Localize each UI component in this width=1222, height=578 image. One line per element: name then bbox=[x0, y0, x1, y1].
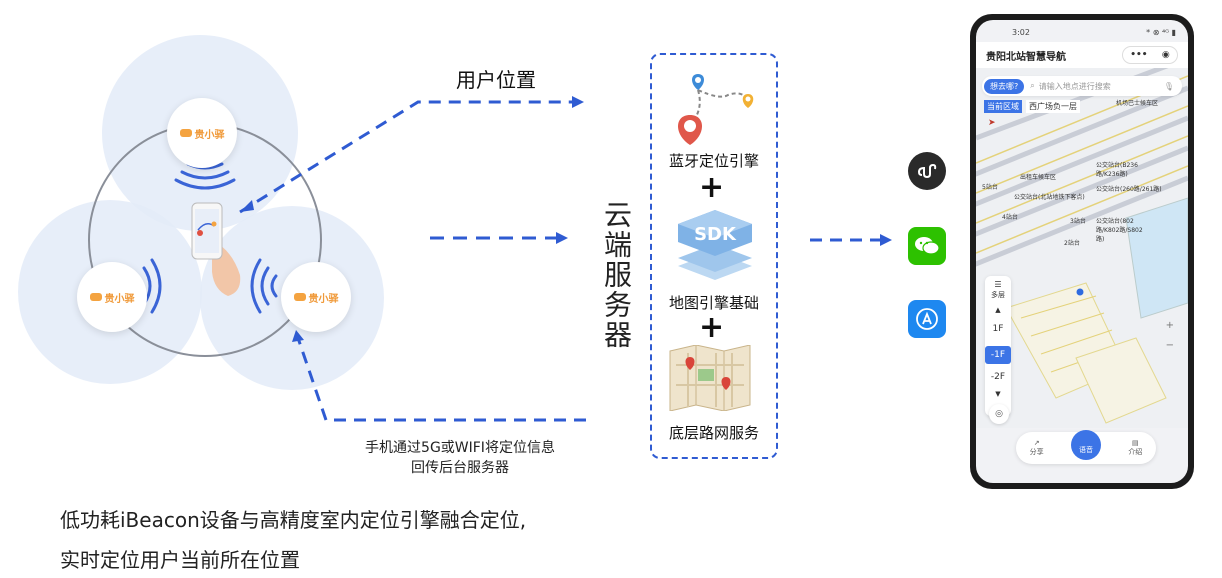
arrowhead-return bbox=[292, 330, 304, 342]
status-icons: * ⊗ ⁴ᴳ ▮ bbox=[1146, 28, 1176, 37]
capsule-menu[interactable]: ••• ◉ bbox=[1122, 46, 1178, 64]
signal-waves-right-icon bbox=[250, 258, 278, 314]
arrowhead-to-cloud bbox=[556, 232, 568, 244]
app-title: 贵阳北站智慧导航 bbox=[986, 51, 1066, 63]
phone-mockup: 3:02 * ⊗ ⁴ᴳ ▮ 贵阳北站智慧导航 ••• ◉ bbox=[970, 14, 1194, 489]
engine-label-network: 底层路网服务 bbox=[668, 424, 759, 442]
layers-icon[interactable]: ☰ bbox=[994, 280, 1002, 289]
beacon-device-left: 贵小驿 bbox=[77, 262, 147, 332]
plus-sign-1: + bbox=[699, 170, 725, 205]
mini-program-icon[interactable] bbox=[908, 152, 946, 190]
floor-option-1f[interactable]: 1F bbox=[992, 324, 1004, 334]
user-position-label: 用户位置 bbox=[456, 68, 536, 92]
search-icon: ⌕ bbox=[1030, 81, 1035, 90]
floor-up-icon[interactable]: ▲ bbox=[995, 306, 1001, 314]
current-area-label: 当前区域 bbox=[984, 100, 1022, 113]
folded-map-icon bbox=[669, 345, 751, 411]
intro-button[interactable]: ▤介绍 bbox=[1128, 439, 1143, 456]
target-icon[interactable]: ◉ bbox=[1161, 50, 1170, 60]
status-bar: 3:02 * ⊗ ⁴ᴳ ▮ bbox=[976, 20, 1188, 40]
arrow-to-apps bbox=[810, 234, 892, 246]
map-canvas bbox=[976, 55, 1188, 428]
search-bar[interactable]: 想去哪? ⌕ 请输入地点进行搜索 🎙 bbox=[982, 76, 1182, 96]
compass-icon[interactable]: ➤ bbox=[988, 118, 996, 128]
phone-info-caption: 手机通过5G或WIFI将定位信息 回传后台服务器 bbox=[365, 440, 555, 476]
microphone-icon[interactable]: 🎙 bbox=[1163, 81, 1174, 91]
search-input[interactable]: 请输入地点进行搜索 bbox=[1038, 81, 1111, 91]
arrow-return-path bbox=[296, 337, 586, 422]
hand-phone-icon bbox=[191, 202, 241, 296]
summary-text: 低功耗iBeacon设备与高精度室内定位引擎融合定位, 实时定位用户当前所在位置 bbox=[60, 508, 527, 572]
map-label-bus-north: 公交站台(北站地铁下客点) bbox=[1014, 194, 1085, 201]
cloud-server-box bbox=[650, 53, 778, 459]
sdk-layers-icon: SDK bbox=[678, 210, 752, 280]
map-label-airport-bus: 机场巴士候车区 bbox=[1116, 100, 1159, 107]
share-icon: ↗ bbox=[1033, 439, 1040, 447]
arrowhead-user-position bbox=[572, 96, 584, 108]
locate-icon[interactable]: ◎ bbox=[989, 404, 1009, 424]
arrow-user-position bbox=[239, 100, 572, 214]
status-time: 3:02 bbox=[1012, 28, 1030, 37]
floor-option-minus-1f[interactable]: -1F bbox=[985, 346, 1011, 364]
floor-option-minus-2f[interactable]: -2F bbox=[990, 372, 1006, 382]
wechat-icon[interactable] bbox=[908, 227, 946, 265]
document-icon: ▤ bbox=[1132, 439, 1139, 447]
floor-down-icon[interactable]: ▼ bbox=[995, 390, 1001, 398]
app-nav-bar: 贵阳北站智慧导航 ••• ◉ bbox=[976, 42, 1188, 68]
phone-screen: 3:02 * ⊗ ⁴ᴳ ▮ 贵阳北站智慧导航 ••• ◉ bbox=[976, 20, 1188, 483]
beacon-device-right: 贵小驿 bbox=[281, 262, 351, 332]
zoom-out-button[interactable]: − bbox=[1165, 340, 1174, 351]
map-pin-route-icon bbox=[678, 74, 754, 145]
share-button[interactable]: ↗分享 bbox=[1029, 439, 1044, 456]
voice-button[interactable]: 语音 bbox=[1070, 430, 1101, 460]
map-label-bus-b: 公交站台(B236路/K236路) bbox=[1096, 162, 1138, 178]
map-label-platform-4: 4站台 bbox=[1002, 214, 1018, 221]
engine-label-map: 地图引擎基础 bbox=[668, 294, 759, 312]
floors-label: 多层 bbox=[991, 291, 1005, 299]
map-label-bus-260: 公交站台(260路/261路) bbox=[1096, 186, 1162, 193]
beacon-device-top: 贵小驿 bbox=[167, 98, 237, 168]
sdk-text: SDK bbox=[694, 224, 737, 245]
cloud-server-title: 云端服务器 bbox=[600, 200, 633, 350]
floor-selector: ☰ 多层 ▲ 1F -1F -2F ▼ bbox=[985, 276, 1011, 416]
bottom-action-bar: ↗分享 语音 ▤介绍 bbox=[1016, 430, 1156, 464]
engine-label-bluetooth: 蓝牙定位引擎 bbox=[668, 152, 759, 170]
beacon-coverage-diagram bbox=[18, 35, 586, 422]
map-label-platform-2: 2站台 bbox=[1064, 240, 1080, 247]
where-to-button[interactable]: 想去哪? bbox=[984, 78, 1025, 94]
current-area-value: 西广场负一层 bbox=[1026, 100, 1080, 113]
map-label-platform-5: 5站台 bbox=[982, 184, 998, 191]
plus-sign-2: + bbox=[699, 310, 725, 345]
map-label-taxi: 出租车候车区 bbox=[1020, 174, 1057, 181]
map-label-platform-3: 3站台 bbox=[1070, 218, 1086, 225]
app-store-icon[interactable] bbox=[908, 300, 946, 338]
map-label-bus-802: 公交站台(802路/K802路/S802路) bbox=[1096, 218, 1143, 243]
indoor-map[interactable] bbox=[976, 55, 1188, 428]
more-icon[interactable]: ••• bbox=[1130, 50, 1148, 60]
zoom-in-button[interactable]: + bbox=[1165, 320, 1174, 331]
